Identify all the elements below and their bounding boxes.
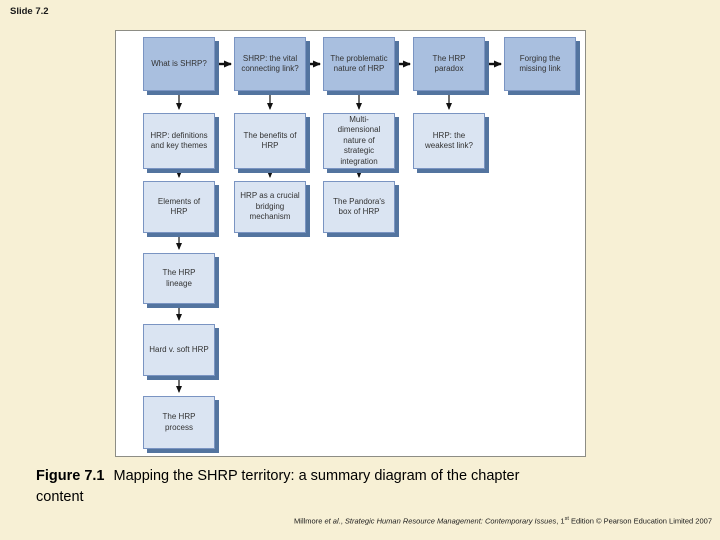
slide-number-label: Slide 7.2 xyxy=(10,6,49,17)
copyright-edition-sup: st xyxy=(564,516,569,522)
node-forging-missing: Forging the missing link xyxy=(504,37,576,91)
copyright-etal: et al. xyxy=(324,516,341,526)
connector-arrows xyxy=(176,60,502,393)
figure-number: Figure 7.1 xyxy=(36,468,105,484)
node-hrp-process: The HRP process xyxy=(143,396,215,449)
node-hard-v-soft: Hard v. soft HRP xyxy=(143,324,215,376)
node-benefits-of-hrp: The benefits of HRP xyxy=(234,113,306,169)
copyright-separator: , xyxy=(340,516,345,526)
copyright-publisher: Edition © Pearson Education Limited 2007 xyxy=(568,516,712,526)
figure-caption-text: Mapping the SHRP territory: a summary di… xyxy=(113,468,520,484)
node-definitions-themes: HRP: definitions and key themes xyxy=(143,113,215,169)
copyright-edition: , 1 xyxy=(556,516,565,526)
figure-panel: What is SHRP? SHRP: the vital connecting… xyxy=(115,30,586,457)
figure-caption-line2: content xyxy=(36,489,84,506)
node-elements-of-hrp: Elements of HRP xyxy=(143,181,215,233)
node-hrp-paradox: The HRP paradox xyxy=(413,37,485,91)
node-problematic-nature: The problematic nature of HRP xyxy=(323,37,395,91)
node-hrp-lineage: The HRP lineage xyxy=(143,253,215,304)
node-vital-connecting: SHRP: the vital connecting link? xyxy=(234,37,306,91)
node-bridging-mechanism: HRP as a crucial bridging mechanism xyxy=(234,181,306,233)
node-weakest-link: HRP: the weakest link? xyxy=(413,113,485,169)
copyright-line: Millmore et al., Strategic Human Resourc… xyxy=(294,516,712,526)
figure-caption-line1: Figure 7.1 Mapping the SHRP territory: a … xyxy=(36,466,519,487)
copyright-book-title: Strategic Human Resource Management: Con… xyxy=(344,516,557,526)
copyright-author: Millmore xyxy=(294,516,325,526)
figure-caption: Figure 7.1 Mapping the SHRP territory: a … xyxy=(36,466,519,508)
node-pandoras-box: The Pandora's box of HRP xyxy=(323,181,395,233)
node-multi-dimensional: Multi-dimensional nature of strategic in… xyxy=(323,113,395,169)
node-what-is-shrp: What is SHRP? xyxy=(143,37,215,91)
